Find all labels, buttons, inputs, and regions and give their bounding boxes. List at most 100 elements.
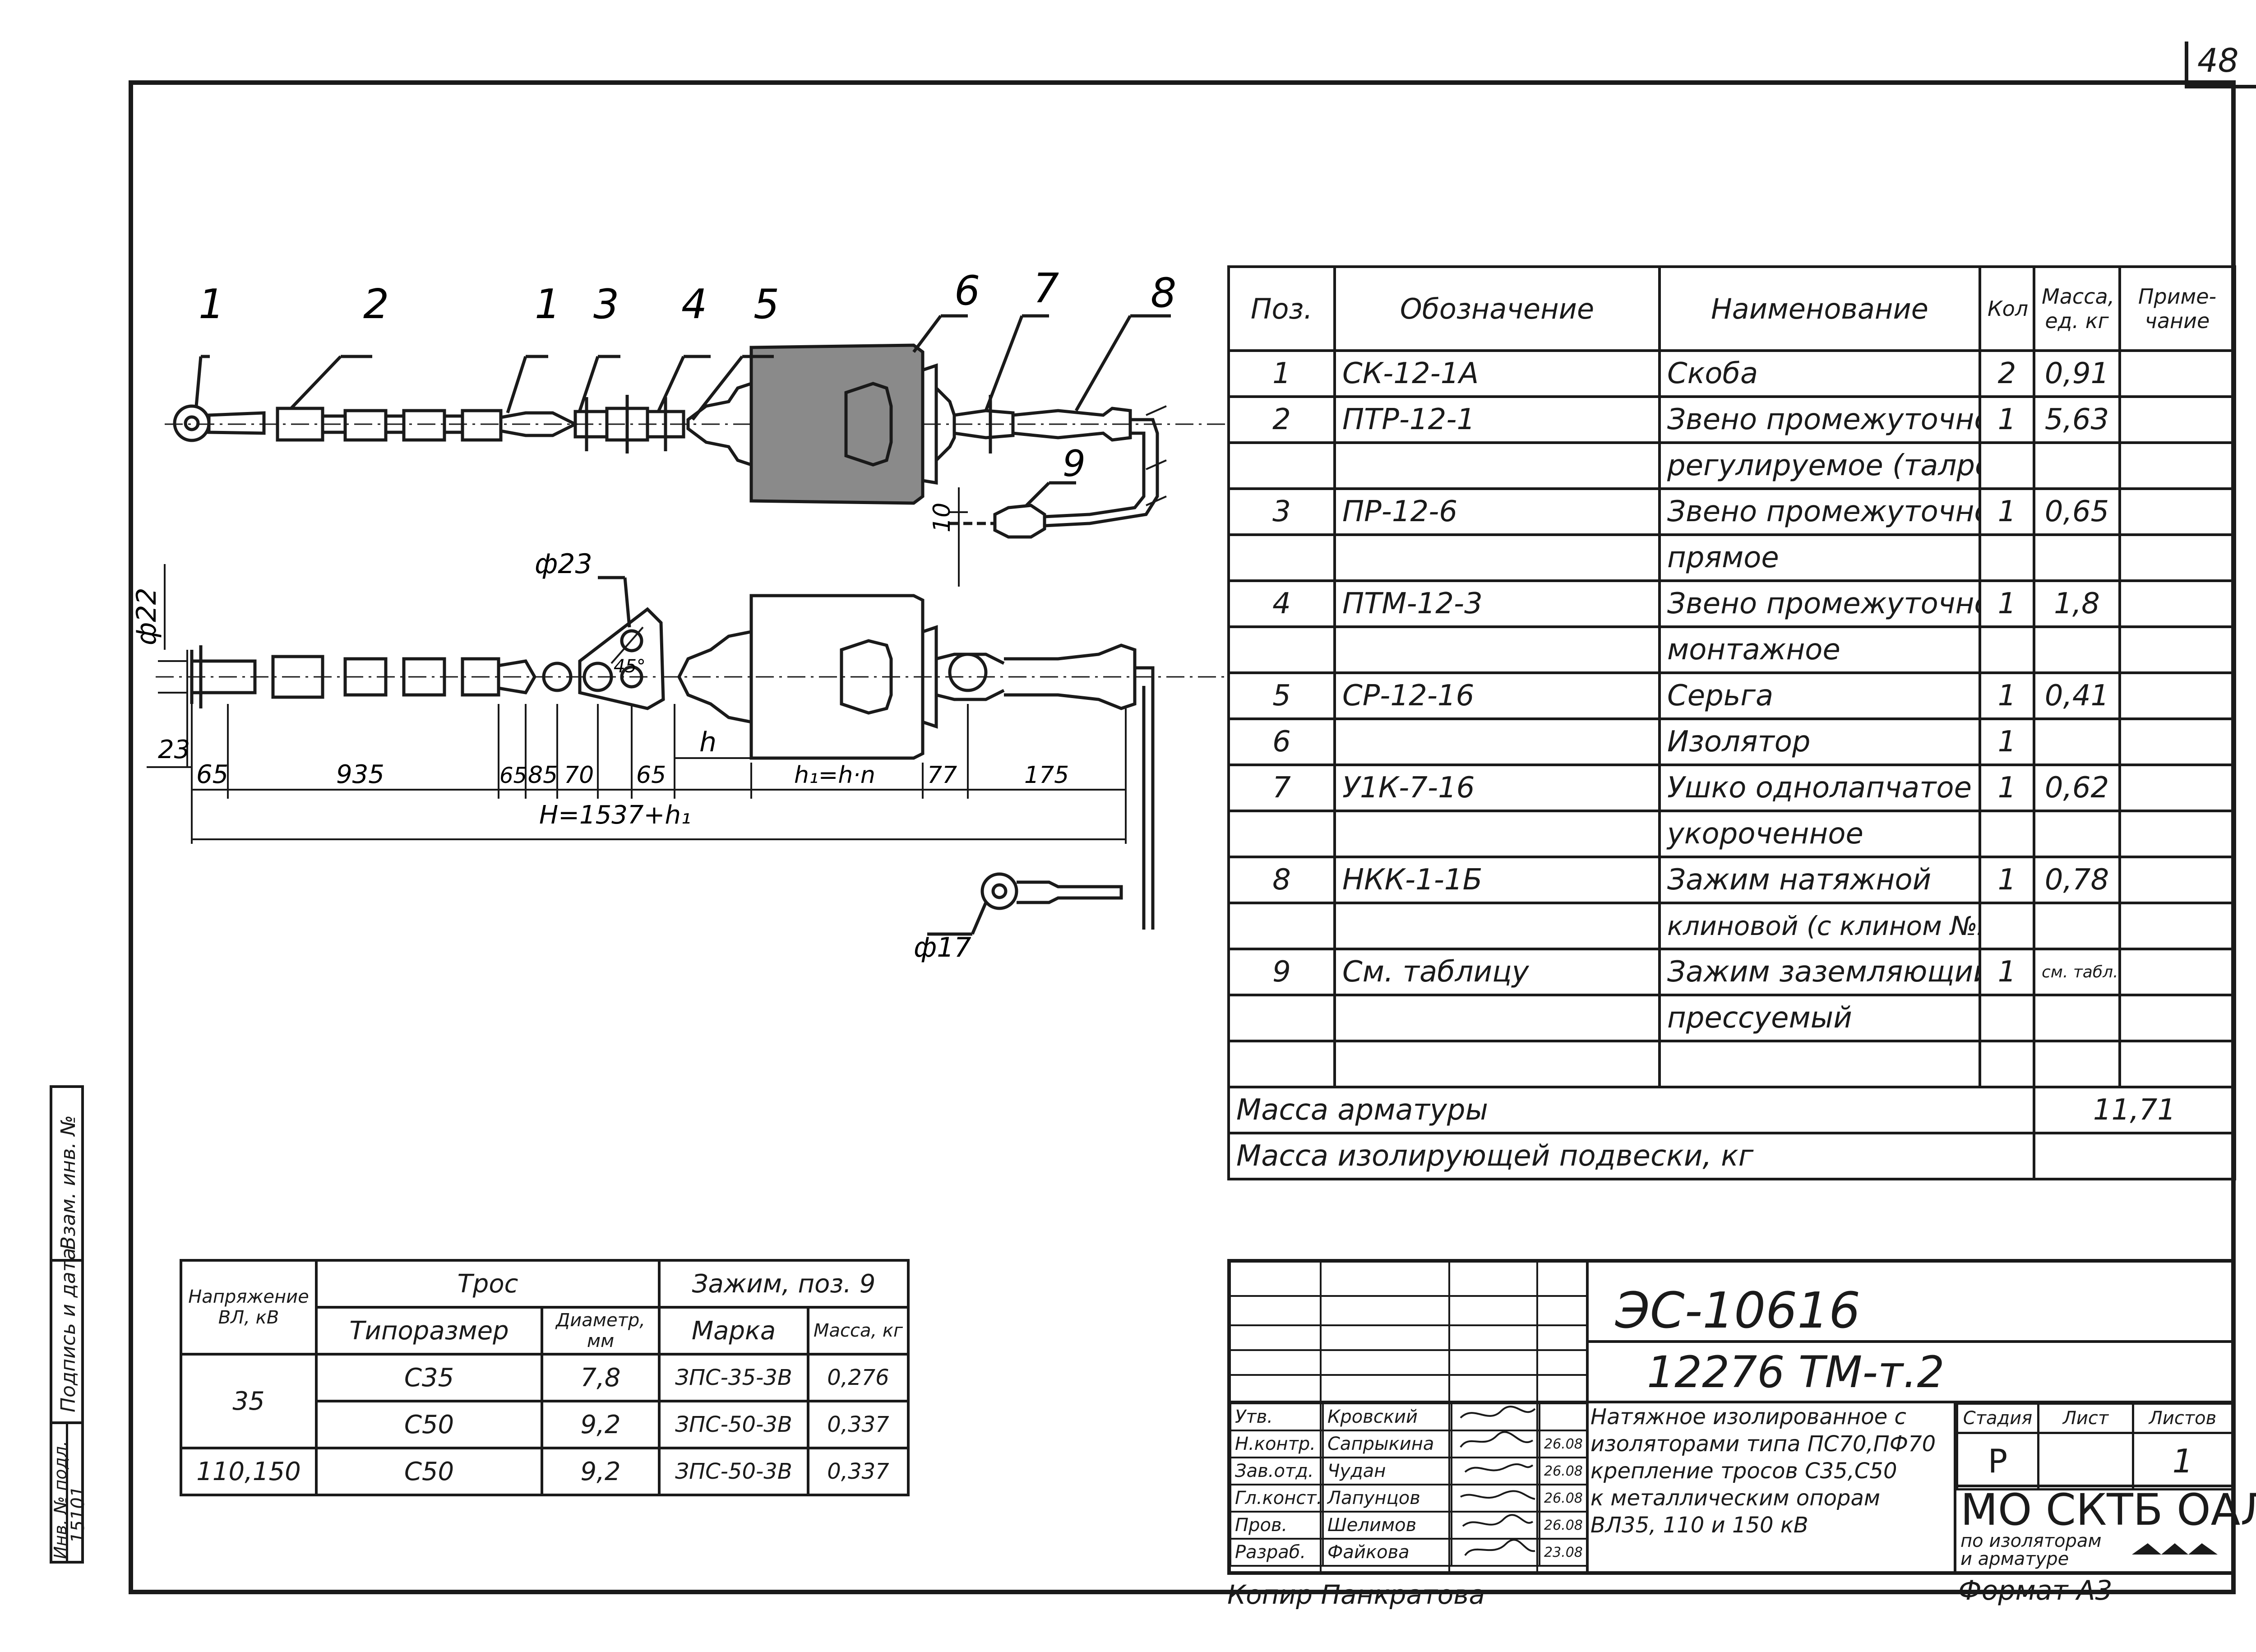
title-line: изоляторами типа ПС70,ПФ70 — [1590, 1431, 1936, 1457]
fitting-mass-row: Масса арматуры 11,71 — [1227, 1086, 2236, 1134]
cell-diameter: 7,8 — [541, 1353, 661, 1402]
side-label-podpis: Подпись и дата — [57, 1248, 80, 1412]
dim-phi-23: ф23 — [535, 548, 592, 580]
rope-clamp-table: Напряжение ВЛ, кВ Трос Зажим, поз. 9 Тип… — [180, 1259, 910, 1496]
cell-designation: У1К-7-16 — [1333, 764, 1661, 812]
pos-label-7: 7 — [1033, 265, 1059, 312]
cell-note — [2118, 579, 2236, 628]
cell-note — [2118, 671, 2236, 720]
cell-mark: ЗПС-50-3В — [658, 1447, 809, 1496]
cell-designation: См. таблицу — [1333, 948, 1661, 996]
sig-role: Н.контр. — [1230, 1430, 1324, 1458]
doc-code: ЭС-10616 — [1615, 1282, 1861, 1339]
header-diameter: Диаметр, мм — [541, 1306, 661, 1356]
cell-mass — [2033, 902, 2121, 950]
cell-name: укороченное — [1658, 810, 1981, 858]
spec-header-row: Поз. Обозначение Наименование Кол Масса,… — [1227, 265, 2236, 352]
cell-name: Изолятор — [1658, 717, 1981, 766]
cell-name: Звено промежуточное — [1658, 579, 1981, 628]
cell-mass — [2033, 533, 2121, 582]
sig-role: Утв. — [1230, 1402, 1324, 1431]
sheets-value: 1 — [2132, 1432, 2233, 1490]
cell-qty: 1 — [1979, 764, 2035, 812]
header-designation: Обозначение — [1333, 265, 1661, 352]
cell-designation: СР-12-16 — [1333, 671, 1661, 720]
pos-label-5: 5 — [754, 281, 779, 328]
sig-role: Пров. — [1230, 1511, 1324, 1540]
pos-label-2: 2 — [363, 281, 389, 328]
cell-diameter: 9,2 — [541, 1447, 661, 1496]
cell-mark: ЗПС-50-3В — [658, 1400, 809, 1449]
cell-pos: 6 — [1227, 717, 1336, 766]
cell-designation: СК-12-1А — [1333, 349, 1661, 398]
header-mass: Масса, кг — [806, 1306, 910, 1356]
cell-pos: 9 — [1227, 948, 1336, 996]
cell-note — [2118, 487, 2236, 536]
header-name: Наименование — [1658, 265, 1981, 352]
cell-mass — [2033, 810, 2121, 858]
suspension-mass-value — [2033, 1132, 2236, 1180]
sig-date: 26.08 — [1539, 1457, 1588, 1485]
sig-date: 23.08 — [1539, 1538, 1588, 1567]
cell-pos — [1227, 1040, 1336, 1088]
sig-signature — [1451, 1484, 1540, 1513]
stage-header-row: Стадия Лист Листов — [1956, 1402, 2233, 1434]
paper-format: Формат А3 — [1958, 1575, 2113, 1606]
header-rope: Трос — [315, 1259, 661, 1309]
cell-designation — [1333, 717, 1661, 766]
tb-grid-v — [1954, 1401, 1956, 1575]
cell-qty: 1 — [1979, 395, 2035, 444]
cell-size: С35 — [315, 1353, 543, 1402]
side-inv-value: 15101 — [68, 1485, 88, 1543]
sig-name: Шелимов — [1322, 1511, 1452, 1540]
handwritten-signature-icon — [1464, 1463, 1534, 1473]
copied-by: Копир Панкратова — [1227, 1579, 1485, 1610]
cell-pos — [1227, 994, 1336, 1042]
cell-mass — [2033, 717, 2121, 766]
tb-grid-h — [1227, 1324, 1586, 1326]
cell-note — [2118, 810, 2236, 858]
cell-pos — [1227, 810, 1336, 858]
sig-name: Кровский — [1322, 1402, 1452, 1431]
dim-h1: h₁=h·n — [794, 762, 875, 789]
cell-pos: 8 — [1227, 856, 1336, 904]
cell-name: Зажим натяжной — [1658, 856, 1981, 904]
cell-note — [2118, 625, 2236, 674]
dim-935: 935 — [336, 760, 384, 789]
cell-name: Скоба — [1658, 349, 1981, 398]
dim-85: 85 — [528, 762, 558, 789]
table-row: 110,150 С50 9,2 ЗПС-50-3В 0,337 — [180, 1447, 910, 1496]
dim-45: 45° — [614, 656, 646, 677]
table-row: монтажное — [1227, 625, 2236, 674]
cell-mass — [2033, 625, 2121, 674]
fitting-mass-value: 11,71 — [2033, 1086, 2236, 1134]
signature-row: Утв.Кровский — [1230, 1402, 1588, 1431]
cell-mass: 1,8 — [2033, 579, 2121, 628]
stage-value: Р — [1956, 1432, 2039, 1490]
cell-mass: 0,276 — [806, 1353, 910, 1402]
cell-qty: 1 — [1979, 671, 2035, 720]
tb-grid-h — [1954, 1485, 2236, 1487]
cell-note — [2118, 349, 2236, 398]
sig-signature — [1451, 1430, 1540, 1458]
cell-designation: ПТР-12-1 — [1333, 395, 1661, 444]
header-pos: Поз. — [1227, 265, 1336, 352]
pos-label-4: 4 — [681, 281, 707, 328]
cell-name — [1658, 1040, 1981, 1088]
cell-pos: 7 — [1227, 764, 1336, 812]
sig-date — [1539, 1402, 1588, 1431]
cell-mass: 0,91 — [2033, 349, 2121, 398]
cell-note — [2118, 994, 2236, 1042]
cell-qty — [1979, 810, 2035, 858]
sheet-code: 12276 ТМ-т.2 — [1647, 1347, 1945, 1397]
header-mass: Масса, ед. кг — [2033, 265, 2121, 352]
cell-name: Ушко однолапчатое — [1658, 764, 1981, 812]
sig-name: Лапунцов — [1322, 1484, 1452, 1513]
cell-pos — [1227, 533, 1336, 582]
